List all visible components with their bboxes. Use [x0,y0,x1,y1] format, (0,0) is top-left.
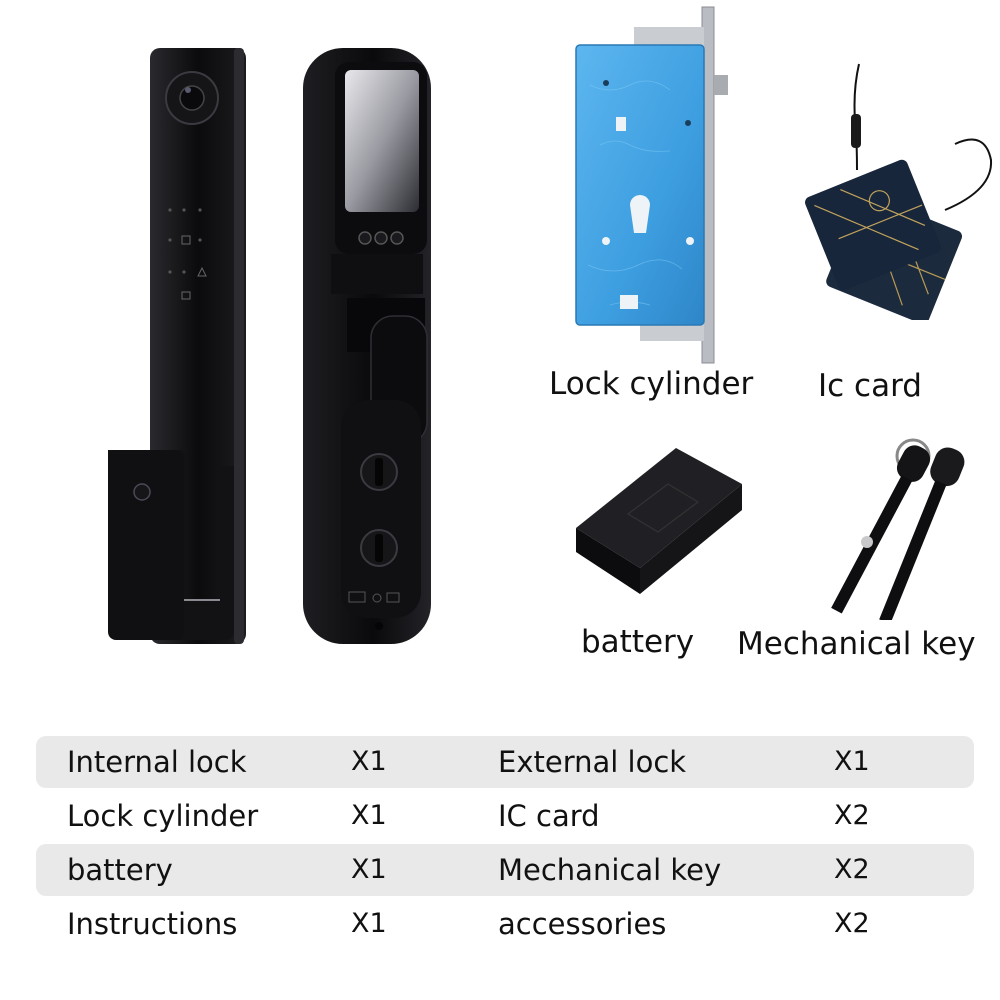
item-name: Instructions [67,907,238,941]
item-quantity: X1 [351,800,387,831]
battery-image [568,440,748,600]
table-row: Instructions X1 accessories X2 [36,898,974,950]
package-contents-table: Internal lock X1 External lock X1 Lock c… [36,736,974,952]
ic-card-image [795,60,995,320]
external-lock-image [295,40,440,650]
item-name: Mechanical key [498,853,722,887]
item-quantity: X1 [834,746,870,777]
caption-mechanical-key: Mechanical key [737,626,976,662]
caption-battery: battery [581,624,695,660]
caption-ic-card: Ic card [818,368,922,404]
caption-lock-cylinder: Lock cylinder [549,366,754,402]
item-quantity: X2 [834,854,870,885]
item-name: External lock [498,745,687,779]
table-row: Internal lock X1 External lock X1 [36,736,974,788]
item-quantity: X1 [351,746,387,777]
item-quantity: X1 [351,854,387,885]
item-name: Lock cylinder [67,799,259,833]
table-row: Lock cylinder X1 IC card X2 [36,790,974,842]
mechanical-key-image [795,430,970,620]
internal-lock-image [100,40,250,650]
item-name: accessories [498,907,667,941]
table-row: battery X1 Mechanical key X2 [36,844,974,896]
item-name: IC card [498,799,600,833]
lock-cylinder-image [570,5,740,365]
item-quantity: X1 [351,908,387,939]
item-name: battery [67,853,173,887]
item-name: Internal lock [67,745,247,779]
item-quantity: X2 [834,800,870,831]
item-quantity: X2 [834,908,870,939]
